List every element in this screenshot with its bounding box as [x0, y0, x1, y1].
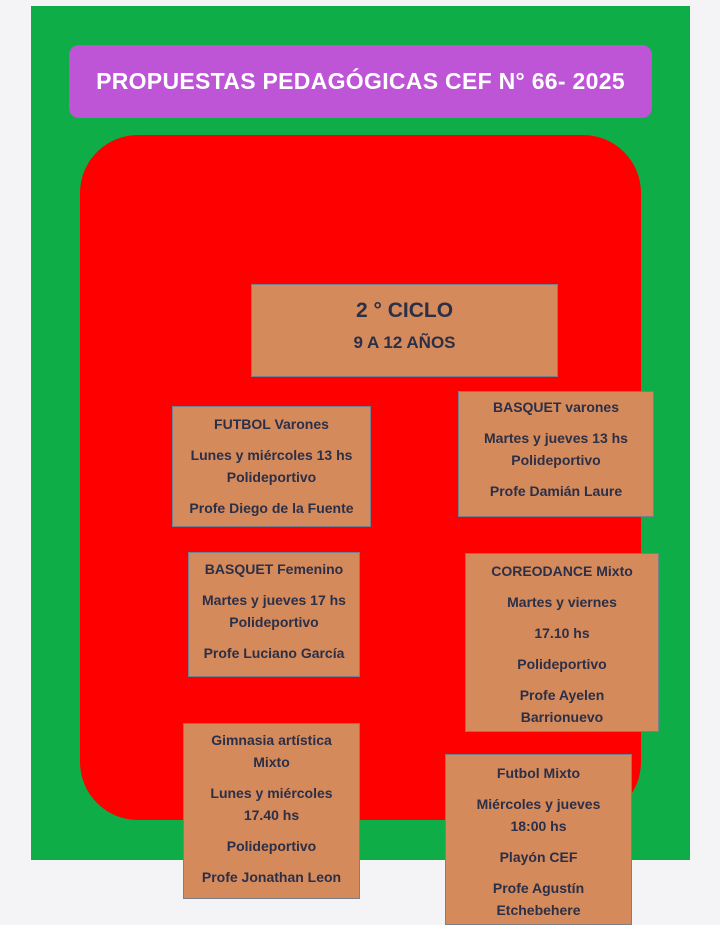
activity-card-coreodance-mixto: COREODANCE Mixto Martes y viernes 17.10 … — [465, 553, 659, 732]
poster-title: PROPUESTAS PEDAGÓGICAS CEF N° 66- 2025 — [96, 68, 625, 94]
activity-card-futbol-varones: FUTBOL Varones Lunes y miércoles 13 hs P… — [172, 406, 371, 527]
poster: PROPUESTAS PEDAGÓGICAS CEF N° 66- 2025 2… — [31, 6, 690, 925]
activity-time: 17.10 hs — [534, 625, 590, 641]
activity-time: 17.40 hs — [243, 807, 300, 823]
activity-teacher: Profe Diego de la Fuente — [189, 500, 354, 516]
activity-teacher: Profe Ayelen — [519, 687, 605, 703]
activity-name: COREODANCE Mixto — [491, 563, 633, 579]
activity-teacher: Profe Jonathan Leon — [201, 869, 342, 885]
activity-teacher: Profe Luciano García — [203, 645, 345, 661]
activity-location: Polideportivo — [229, 614, 319, 630]
activity-name: BASQUET varones — [492, 399, 620, 415]
activity-name: BASQUET Femenino — [204, 561, 344, 577]
cycle-header: 2 ° CICLO 9 A 12 AÑOS — [251, 284, 558, 377]
activity-location: Playón CEF — [499, 849, 578, 865]
activity-teacher: Profe Damián Laure — [489, 483, 623, 499]
activity-location: Polideportivo — [517, 656, 607, 672]
activity-teacher-surname: Etchebehere — [496, 902, 581, 918]
cycle-label: 2 ° CICLO — [355, 299, 454, 322]
activity-days: Lunes y miércoles — [210, 785, 333, 801]
activity-location: Polideportivo — [226, 838, 317, 854]
activity-days: Martes y viernes — [507, 594, 617, 610]
activity-schedule: Lunes y miércoles 13 hs — [190, 447, 353, 463]
activity-schedule: Martes y jueves 13 hs — [484, 430, 628, 446]
activity-name-suffix: Mixto — [253, 754, 290, 770]
schedule-panel: 2 ° CICLO 9 A 12 AÑOS FUTBOL Varones Lun… — [80, 135, 659, 925]
activity-name: FUTBOL Varones — [214, 416, 329, 432]
activity-schedule: Martes y jueves 17 hs — [202, 592, 346, 608]
activity-card-futbol-mixto: Futbol Mixto Miércoles y jueves 18:00 hs… — [445, 754, 632, 925]
activity-card-basquet-femenino: BASQUET Femenino Martes y jueves 17 hs P… — [188, 552, 360, 677]
activity-name: Futbol Mixto — [496, 765, 581, 781]
title-banner: PROPUESTAS PEDAGÓGICAS CEF N° 66- 2025 — [69, 45, 652, 118]
activity-days: Miércoles y jueves — [476, 796, 601, 812]
activity-time: 18:00 hs — [510, 818, 567, 834]
age-range: 9 A 12 AÑOS — [353, 333, 456, 352]
activity-teacher-surname: Barrionuevo — [520, 709, 604, 725]
activity-name: Gimnasia artística — [211, 732, 332, 748]
activity-teacher: Profe Agustín — [492, 880, 585, 896]
activity-card-basquet-varones: BASQUET varones Martes y jueves 13 hs Po… — [458, 391, 654, 517]
activity-location: Polideportivo — [226, 469, 317, 485]
activity-location: Polideportivo — [511, 452, 601, 468]
